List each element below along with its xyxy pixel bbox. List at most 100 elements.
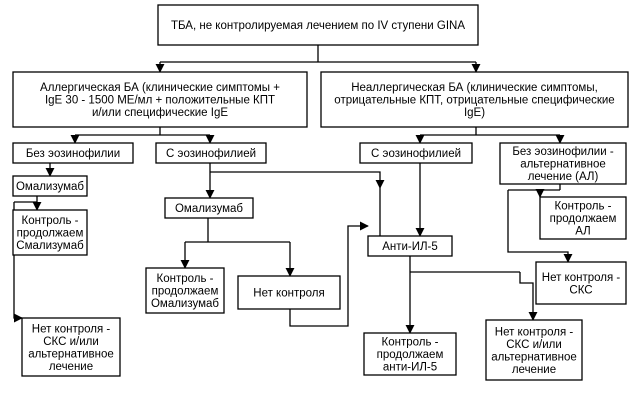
node-no-control-scs: Нет контроля -СКС [535,261,627,305]
node-with-eosinophilia-allergic-line: С эозинофилией [166,148,256,160]
node-root: ТБА, не контролируемая лечением по IV ст… [157,4,479,46]
edge-witheos-antiil5 [210,171,385,189]
node-no-control-scs-box [535,261,627,305]
node-omalizumab-1-label: Омализумаб [16,181,84,193]
node-nonallergic-line: отрицательные КПТ, отрицательные специфи… [334,95,614,107]
edge-antiil5-split [409,256,520,273]
node-with-eosinophilia-nonallergic-box [359,142,473,164]
node-nonallergic-label: Неаллергическая БА (клинические симптомы… [334,82,614,119]
node-allergic-label: Аллергическая БА (клинические симптомы +… [40,82,280,119]
node-allergic: Аллергическая БА (клинические симптомы +… [12,71,308,128]
node-no-eosinophilia: Без эозинофилии [12,142,134,164]
node-nonallergic-line: Неаллергическая БА (клинические симптомы… [351,82,598,94]
node-control-anti-il-5-line: продолжаем [377,349,444,361]
edge-root-split [160,45,476,63]
node-no-control-label: Нет контроля [253,288,324,300]
node-allergic-box [12,71,308,128]
node-control-omalizumab-2-line: продолжаем [152,286,219,298]
node-no-control-scs-alt-2-line: Нет контроля - [495,326,574,338]
node-allergic-line: и/или специфические IgE [92,107,228,119]
node-control-anti-il-5-line: Контроль - [382,337,439,349]
node-no-control-scs-alt-2-line: лечение [512,364,556,376]
node-no-eosinophilia-alt-box [499,142,627,185]
node-root-label: ТБА, не контролируемая лечением по IV ст… [171,20,465,32]
edge-noctrl-antiil5 [289,221,369,327]
node-root-line: ТБА, не контролируемая лечением по IV ст… [171,20,465,32]
node-no-control-scs-alt-2-line: альтернативное [491,351,577,363]
node-no-control-scs-alt-2-line: СКС и/или [506,339,562,351]
node-control-anti-il-5-box [363,332,457,376]
node-no-eosinophilia-label: Без эозинофилии [26,148,120,160]
node-control-al-line: Контроль - [555,201,612,213]
node-omalizumab-1-line: Омализумаб [16,181,84,193]
node-omalizumab-1-box [12,175,88,197]
node-no-control-scs-line: Нет контроля - [542,272,621,284]
node-control-al-line: продолжаем [550,213,617,225]
node-control-omalizumab-1-line: Контроль - [22,215,79,227]
node-nonallergic-box [320,71,629,128]
node-with-eosinophilia-nonallergic-line: С эозинофилией [371,148,461,160]
node-control-omalizumab-1-line: продолжаем [17,228,84,240]
node-omalizumab-2-box [164,197,254,219]
node-no-eosinophilia-line: Без эозинофилии [26,148,120,160]
node-anti-il-5: Анти-ИЛ-5 [367,235,453,257]
node-with-eosinophilia-nonallergic-label: С эозинофилией [371,148,461,160]
node-anti-il-5-line: Анти-ИЛ-5 [382,241,438,253]
edge-noeosalt-noctrl [507,190,573,263]
node-with-eosinophilia-allergic: С эозинофилией [155,142,267,164]
node-nonallergic-line: IgE) [464,107,485,119]
node-omalizumab-2-line: Омализумаб [175,203,243,215]
edge-omal2-split [185,218,290,243]
node-no-control-scs-alt-line: альтернативное [28,348,114,360]
node-no-eosinophilia-box [12,142,134,164]
node-no-control: Нет контроля [237,275,341,310]
node-control-omalizumab-1-line: Смализумаб [16,240,84,252]
node-control-al-line: АЛ [575,226,590,238]
node-no-control-line: Нет контроля [253,288,324,300]
node-no-control-box [237,275,341,310]
edge-omal1-split [14,196,38,203]
node-no-control-scs-alt-line: Нет контроля - [32,323,111,335]
node-allergic-line: Аллергическая БА (клинические симптомы + [40,82,280,94]
node-no-eosinophilia-alt-line: лечение (АЛ) [528,171,599,183]
node-no-control-scs-alt-2-box [485,319,583,381]
node-no-eosinophilia-alt-line: альтернативное [520,159,606,171]
node-with-eosinophilia-allergic-label: С эозинофилией [166,148,256,160]
edge-allergic-split [75,127,210,136]
edge-antiil5-noctrl [519,272,538,321]
node-root-box [157,4,479,46]
node-control-omalizumab-2-box [145,267,225,314]
node-no-control-scs-label: Нет контроля -СКС [542,272,621,297]
node-nonallergic: Неаллергическая БА (клинические симптомы… [320,71,629,128]
node-control-omalizumab-2-line: Контроль - [157,273,214,285]
node-omalizumab-2-label: Омализумаб [175,203,243,215]
node-omalizumab-2: Омализумаб [164,197,254,219]
node-control-al-box [539,196,627,240]
node-with-eosinophilia-allergic-box [155,142,267,164]
nodes: ТБА, не контролируемая лечением по IV ст… [12,4,629,381]
node-control-anti-il-5-line: анти-ИЛ-5 [383,362,437,374]
node-no-control-scs-line: СКС [569,284,592,296]
edge-nonallergic-split [420,127,560,136]
node-no-control-scs-alt-line: СКС и/или [43,336,99,348]
connectors [13,45,573,334]
node-anti-il-5-box [367,235,453,257]
node-anti-il-5-label: Анти-ИЛ-5 [382,241,438,253]
node-allergic-line: IgE 30 - 1500 МЕ/мл + положительные КПТ [45,95,275,107]
edge-noeosalt-split [508,184,561,191]
node-with-eosinophilia-nonallergic: С эозинофилией [359,142,473,164]
